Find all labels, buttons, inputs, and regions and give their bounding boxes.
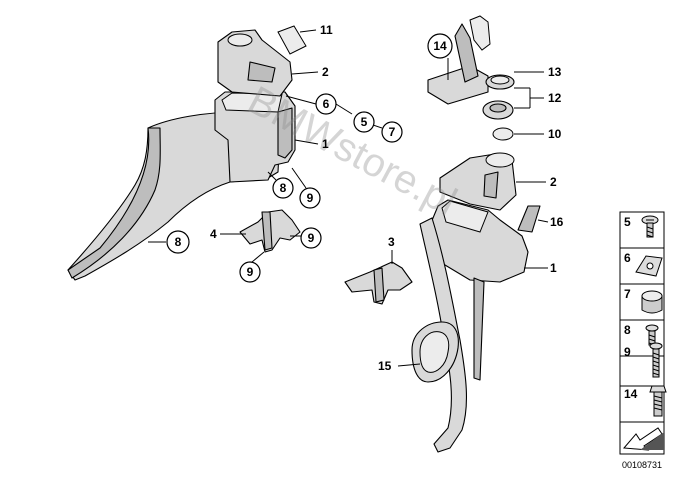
legend-number-7: 7 — [624, 287, 631, 301]
callout-10: 10 — [548, 127, 562, 141]
callout-5-circle — [353, 111, 375, 133]
top-cover-right — [439, 152, 517, 211]
screw-icon — [641, 215, 659, 238]
callout-13: 13 — [548, 65, 562, 79]
console-body-right — [427, 199, 529, 283]
bracket-part-3 — [344, 261, 413, 305]
long-screw-icon — [649, 342, 663, 378]
gasket-part-16 — [517, 205, 541, 233]
clip-nut-icon — [635, 255, 663, 277]
legend-number-14: 14 — [624, 387, 638, 401]
screw-icon — [645, 324, 659, 346]
callout-14-circle — [427, 33, 453, 59]
legend-number-8: 8 — [624, 323, 631, 337]
cap-icon — [641, 290, 663, 314]
fastener-legend: 5 6 7 8 9 — [619, 211, 667, 470]
callout-8-lower-circle — [166, 230, 190, 254]
callout-4: 4 — [210, 227, 217, 241]
callout-11: 11 — [320, 23, 333, 37]
grommet-part-13 — [485, 74, 515, 90]
callout-2-left: 2 — [322, 65, 329, 79]
callout-9-upper-circle — [299, 187, 321, 209]
callout-9-mid: 9 — [308, 231, 315, 245]
hex-bolt-icon — [649, 385, 667, 417]
callout-8-lower: 8 — [175, 235, 182, 249]
leader-lines — [148, 29, 549, 367]
pad-part-11 — [277, 25, 307, 55]
callout-9-lower-circle — [239, 261, 261, 283]
legend-number-9: 9 — [624, 345, 631, 359]
ring-part-10 — [492, 127, 514, 141]
callout-14: 14 — [433, 39, 447, 53]
legend-number-6: 6 — [624, 251, 631, 265]
callout-15: 15 — [378, 359, 392, 373]
callout-8-upper: 8 — [280, 181, 287, 195]
bezel-part-15 — [411, 321, 459, 383]
callout-8-upper-circle — [272, 177, 294, 199]
callout-7: 7 — [389, 125, 396, 139]
diagram-code: 00108731 — [622, 460, 662, 470]
callout-1-left: 1 — [322, 137, 329, 151]
callout-16: 16 — [550, 215, 564, 229]
callout-9-mid-circle — [300, 227, 322, 249]
callout-1-right: 1 — [550, 261, 557, 275]
bracket-part-4 — [239, 209, 301, 253]
callout-9-upper: 9 — [307, 191, 314, 205]
callout-9-lower: 9 — [247, 265, 254, 279]
arrow-icon — [622, 427, 664, 451]
callout-12: 12 — [548, 91, 562, 105]
legend-number-5: 5 — [624, 215, 631, 229]
callout-5: 5 — [361, 115, 368, 129]
grommet-part-12 — [482, 100, 514, 120]
bracket-part-14 — [427, 15, 491, 105]
callout-2-right: 2 — [550, 175, 557, 189]
callout-7-circle — [381, 121, 403, 143]
top-cover-left — [217, 29, 293, 97]
callout-3: 3 — [388, 235, 395, 249]
callouts: 11 2 6 5 7 1 8 9 4 9 9 8 14 13 — [166, 23, 564, 373]
callout-6: 6 — [323, 97, 330, 111]
callout-6-circle — [315, 93, 337, 115]
